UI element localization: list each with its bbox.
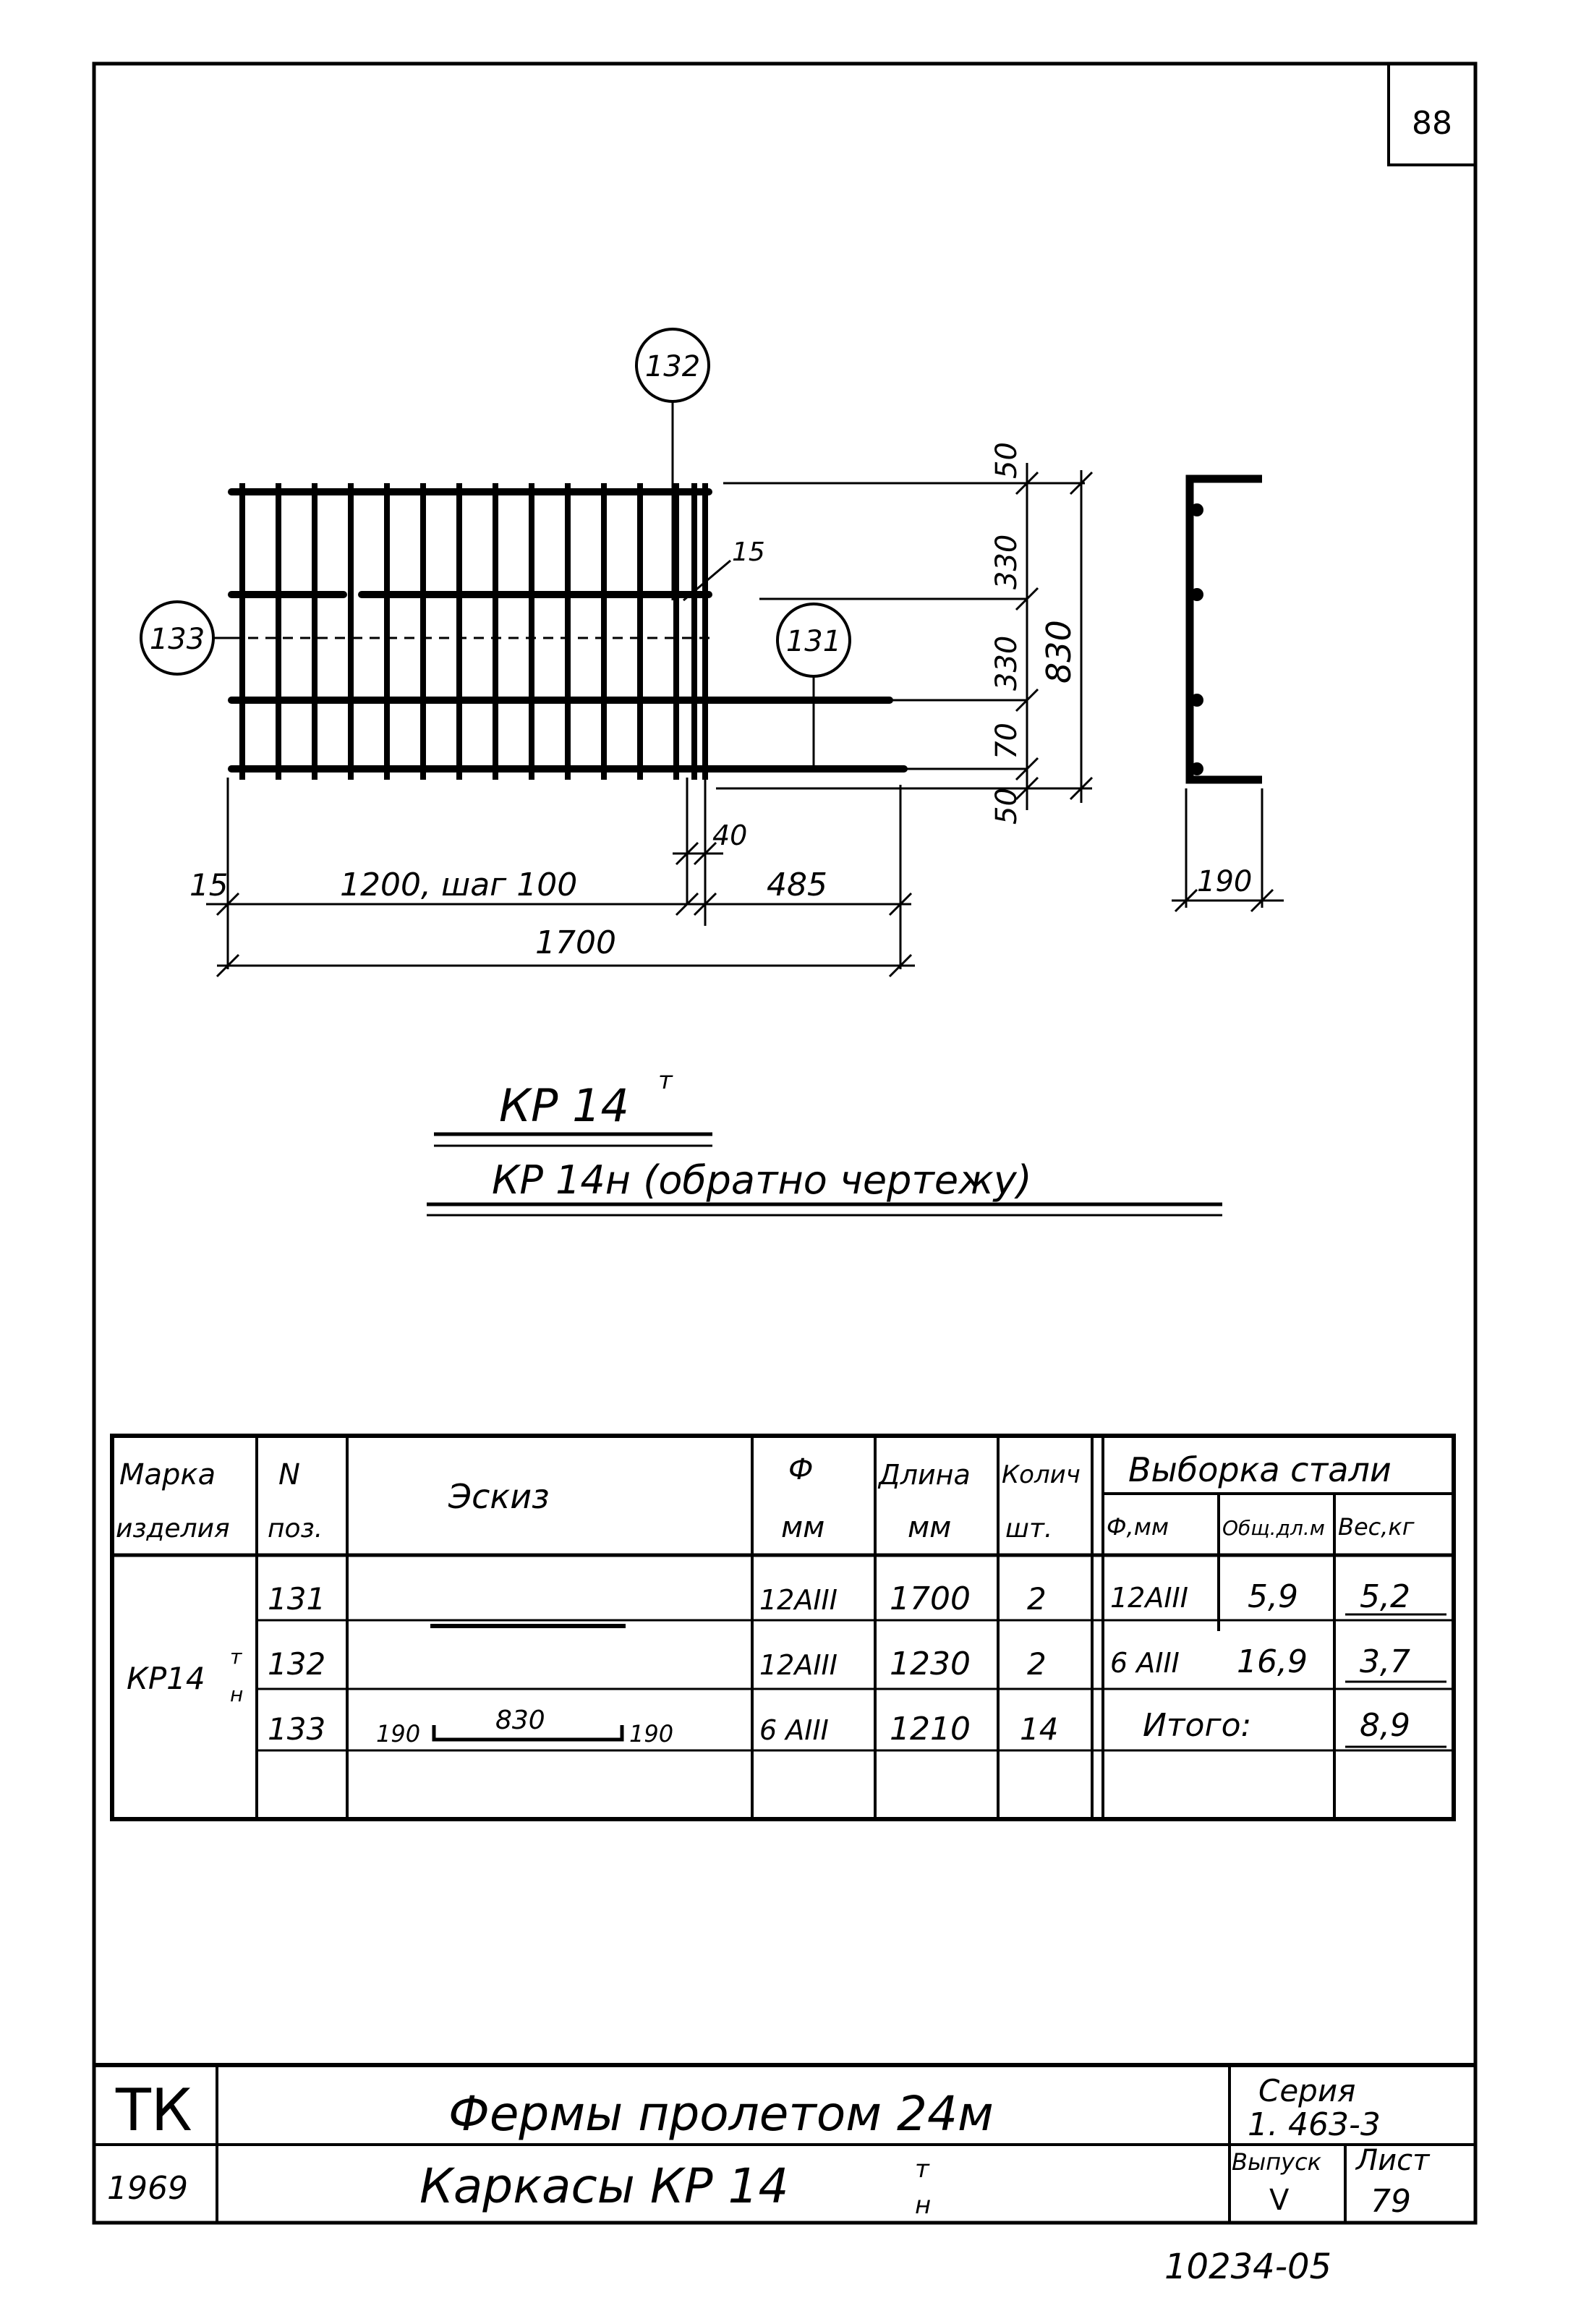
svg-text:190: 190 (1197, 865, 1252, 898)
title-block (94, 2063, 1475, 2223)
svg-text:н: н (230, 1682, 243, 1706)
svg-text:132: 132 (645, 350, 700, 383)
svg-text:Общ.дл.м: Общ.дл.м (1222, 1516, 1325, 1540)
svg-text:1230: 1230 (890, 1646, 971, 1682)
svg-text:н: н (915, 2191, 931, 2220)
svg-text:485: 485 (767, 867, 827, 903)
svg-text:15: 15 (189, 867, 228, 903)
svg-text:1700: 1700 (535, 924, 616, 961)
svg-text:6 АIII: 6 АIII (1110, 1647, 1180, 1679)
svg-text:330: 330 (990, 636, 1023, 691)
dimension-lines (206, 463, 1094, 978)
steel-selection: 12АIII 6 АIII 5,9 16,9 5,2 3,7 Итого: 8,… (1110, 1578, 1446, 1748)
sheet-corner-number: 88 (1412, 105, 1452, 142)
svg-text:т: т (915, 2155, 930, 2184)
sheet-title-1: Фермы пролетом 24м (448, 2086, 994, 2142)
sheet-frame (92, 61, 1478, 2225)
product-mark: КР14 т н (127, 1645, 243, 1706)
svg-text:мм: мм (908, 1511, 951, 1544)
svg-text:12АIII: 12АIII (759, 1649, 838, 1681)
svg-text:Вес,кг: Вес,кг (1338, 1513, 1415, 1541)
cage-drawing (213, 483, 908, 780)
title-main-sup: т (658, 1066, 673, 1095)
svg-text:330: 330 (990, 535, 1023, 589)
svg-text:3,7: 3,7 (1360, 1643, 1410, 1680)
svg-text:изделия: изделия (116, 1514, 230, 1544)
vertical-dimension-texts: 50 330 330 70 50 830 (990, 442, 1078, 825)
svg-text:мм: мм (781, 1511, 824, 1544)
svg-text:40: 40 (712, 820, 747, 851)
archive-number: 10234-05 (1164, 2247, 1331, 2287)
svg-text:шт.: шт. (1005, 1514, 1052, 1544)
svg-text:Длина: Длина (877, 1459, 971, 1491)
svg-text:1200, шаг 100: 1200, шаг 100 (340, 867, 577, 903)
callout-133: 133 (140, 600, 231, 676)
svg-text:50: 50 (990, 442, 1023, 479)
svg-text:т: т (230, 1645, 242, 1669)
transverse-bars (239, 483, 708, 780)
series-label: Серия (1258, 2073, 1355, 2108)
svg-text:поз.: поз. (268, 1514, 323, 1544)
svg-text:2: 2 (1027, 1646, 1047, 1682)
svg-text:15: 15 (732, 537, 765, 567)
svg-text:Итого:: Итого: (1143, 1707, 1251, 1744)
issue-value: V (1269, 2184, 1290, 2217)
svg-text:132: 132 (268, 1646, 325, 1682)
svg-text:830: 830 (495, 1706, 545, 1735)
leader-15 (683, 559, 731, 602)
svg-text:131: 131 (268, 1581, 325, 1617)
svg-text:6 АIII: 6 АIII (759, 1714, 829, 1746)
svg-text:1210: 1210 (890, 1711, 971, 1748)
svg-text:КР14: КР14 (127, 1661, 205, 1696)
svg-text:131: 131 (786, 625, 841, 658)
callout-132: 132 (635, 328, 710, 600)
svg-text:Ф: Ф (788, 1453, 813, 1486)
title-block-texts: ТК 1969 Фермы пролетом 24м Каркасы КР 14… (107, 2073, 1431, 2220)
svg-text:Эскиз: Эскиз (448, 1477, 550, 1516)
year: 1969 (107, 2170, 188, 2207)
horizontal-dimension-texts: 15 40 15 1200, шаг 100 485 1700 (189, 537, 827, 961)
table-headers: Марка изделия N поз. Эскиз Ф мм Длина мм… (116, 1450, 1415, 1544)
drawing-titles: КР 14 т КР 14н (обратно чертежу) (427, 1066, 1222, 1217)
svg-text:Колич: Колич (1002, 1460, 1081, 1489)
svg-text:14: 14 (1020, 1711, 1058, 1747)
series-value: 1. 463-3 (1248, 2106, 1381, 2143)
svg-text:190: 190 (376, 1720, 420, 1748)
svg-text:16,9: 16,9 (1237, 1643, 1308, 1680)
svg-text:Выборка стали: Выборка стали (1128, 1450, 1392, 1489)
callout-131: 131 (776, 603, 851, 769)
svg-text:70: 70 (990, 723, 1023, 759)
svg-text:8,9: 8,9 (1360, 1707, 1410, 1744)
svg-text:Ф,мм: Ф,мм (1107, 1513, 1169, 1541)
svg-text:12АIII: 12АIII (1110, 1582, 1188, 1614)
title-sub: КР 14н (обратно чертежу) (492, 1157, 1032, 1203)
table-sketches: 190 830 190 (376, 1624, 673, 1748)
svg-text:190: 190 (629, 1720, 673, 1748)
spec-table (110, 1434, 1456, 1821)
org-code: ТК (115, 2077, 192, 2144)
svg-text:1700: 1700 (890, 1580, 971, 1617)
svg-text:133: 133 (268, 1711, 325, 1747)
svg-text:5,9: 5,9 (1248, 1578, 1298, 1615)
table-rows: 131 132 133 12АIII 12АIII 6 АIII 1700 12… (268, 1580, 1058, 1748)
svg-text:830: 830 (1039, 620, 1078, 684)
svg-text:N: N (278, 1458, 300, 1491)
sheet-title-2: Каркасы КР 14 (419, 2158, 789, 2214)
svg-text:12АIII: 12АIII (759, 1584, 838, 1616)
svg-text:133: 133 (150, 623, 205, 656)
svg-text:50: 50 (990, 788, 1023, 825)
issue-label: Выпуск (1232, 2148, 1322, 2176)
sheet-value: 79 (1371, 2183, 1411, 2220)
stirrup-profile: 190 (1172, 474, 1284, 913)
svg-text:5,2: 5,2 (1360, 1578, 1410, 1615)
svg-text:Марка: Марка (119, 1458, 216, 1491)
title-main: КР 14 (499, 1079, 629, 1132)
sheet-label: Лист (1355, 2144, 1431, 2177)
svg-text:2: 2 (1027, 1581, 1047, 1617)
